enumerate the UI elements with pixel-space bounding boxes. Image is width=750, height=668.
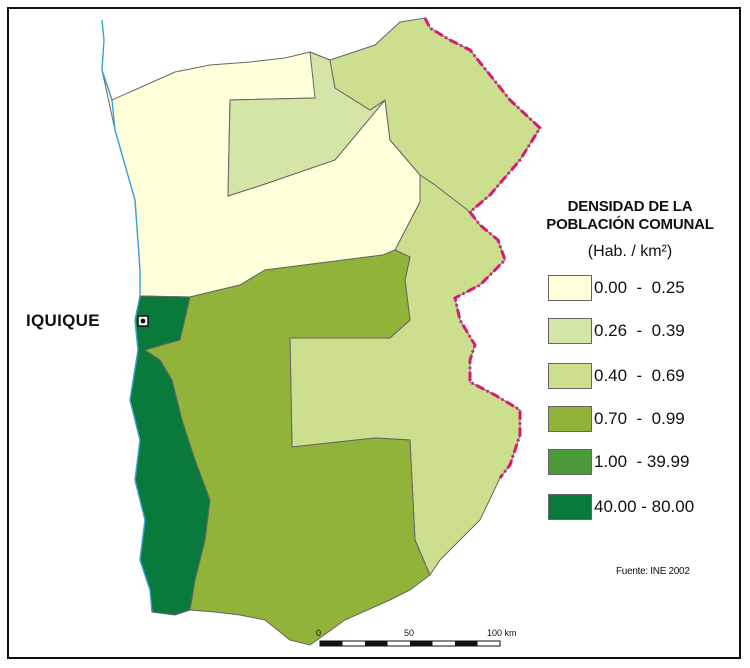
legend-title-line1: DENSIDAD DE LA <box>567 198 693 215</box>
legend-swatch <box>548 363 592 389</box>
legend-range: 1.00 - 39.99 <box>594 452 690 471</box>
legend-item: 40.00 - 80.00 <box>548 493 694 521</box>
scale-label-0: 0 <box>316 628 322 638</box>
legend-swatch <box>548 494 592 520</box>
city-label-iquique: IQUIQUE <box>26 311 100 330</box>
legend-title-line2: POBLACIÓN COMUNAL <box>546 216 714 233</box>
legend-swatch <box>548 406 592 432</box>
legend-item: 0.26 - 0.39 <box>548 317 685 345</box>
coastline <box>101 19 153 613</box>
scale-bar <box>319 640 501 647</box>
legend-item: 1.00 - 39.99 <box>548 448 689 476</box>
legend-swatch <box>548 318 592 344</box>
legend-range: 40.00 - 80.00 <box>594 497 695 516</box>
source-note: Fuente: INE 2002 <box>616 566 690 577</box>
scale-label-50: 50 <box>404 628 415 638</box>
legend-item: 0.70 - 0.99 <box>548 405 685 433</box>
legend-range: 0.00 - 0.25 <box>594 278 685 297</box>
legend-unit: (Hab. / km²) <box>587 243 673 260</box>
legend-swatch <box>548 449 592 475</box>
legend-range: 0.26 - 0.39 <box>594 321 685 340</box>
scale-label-100: 100 km <box>487 628 517 638</box>
legend-item: 0.00 - 0.25 <box>548 274 685 302</box>
legend-range: 0.40 - 0.69 <box>594 366 685 385</box>
legend-range: 0.70 - 0.99 <box>594 409 685 428</box>
legend-item: 0.40 - 0.69 <box>548 362 685 390</box>
iquique-marker-dot <box>140 318 146 324</box>
legend-swatch <box>548 275 592 301</box>
